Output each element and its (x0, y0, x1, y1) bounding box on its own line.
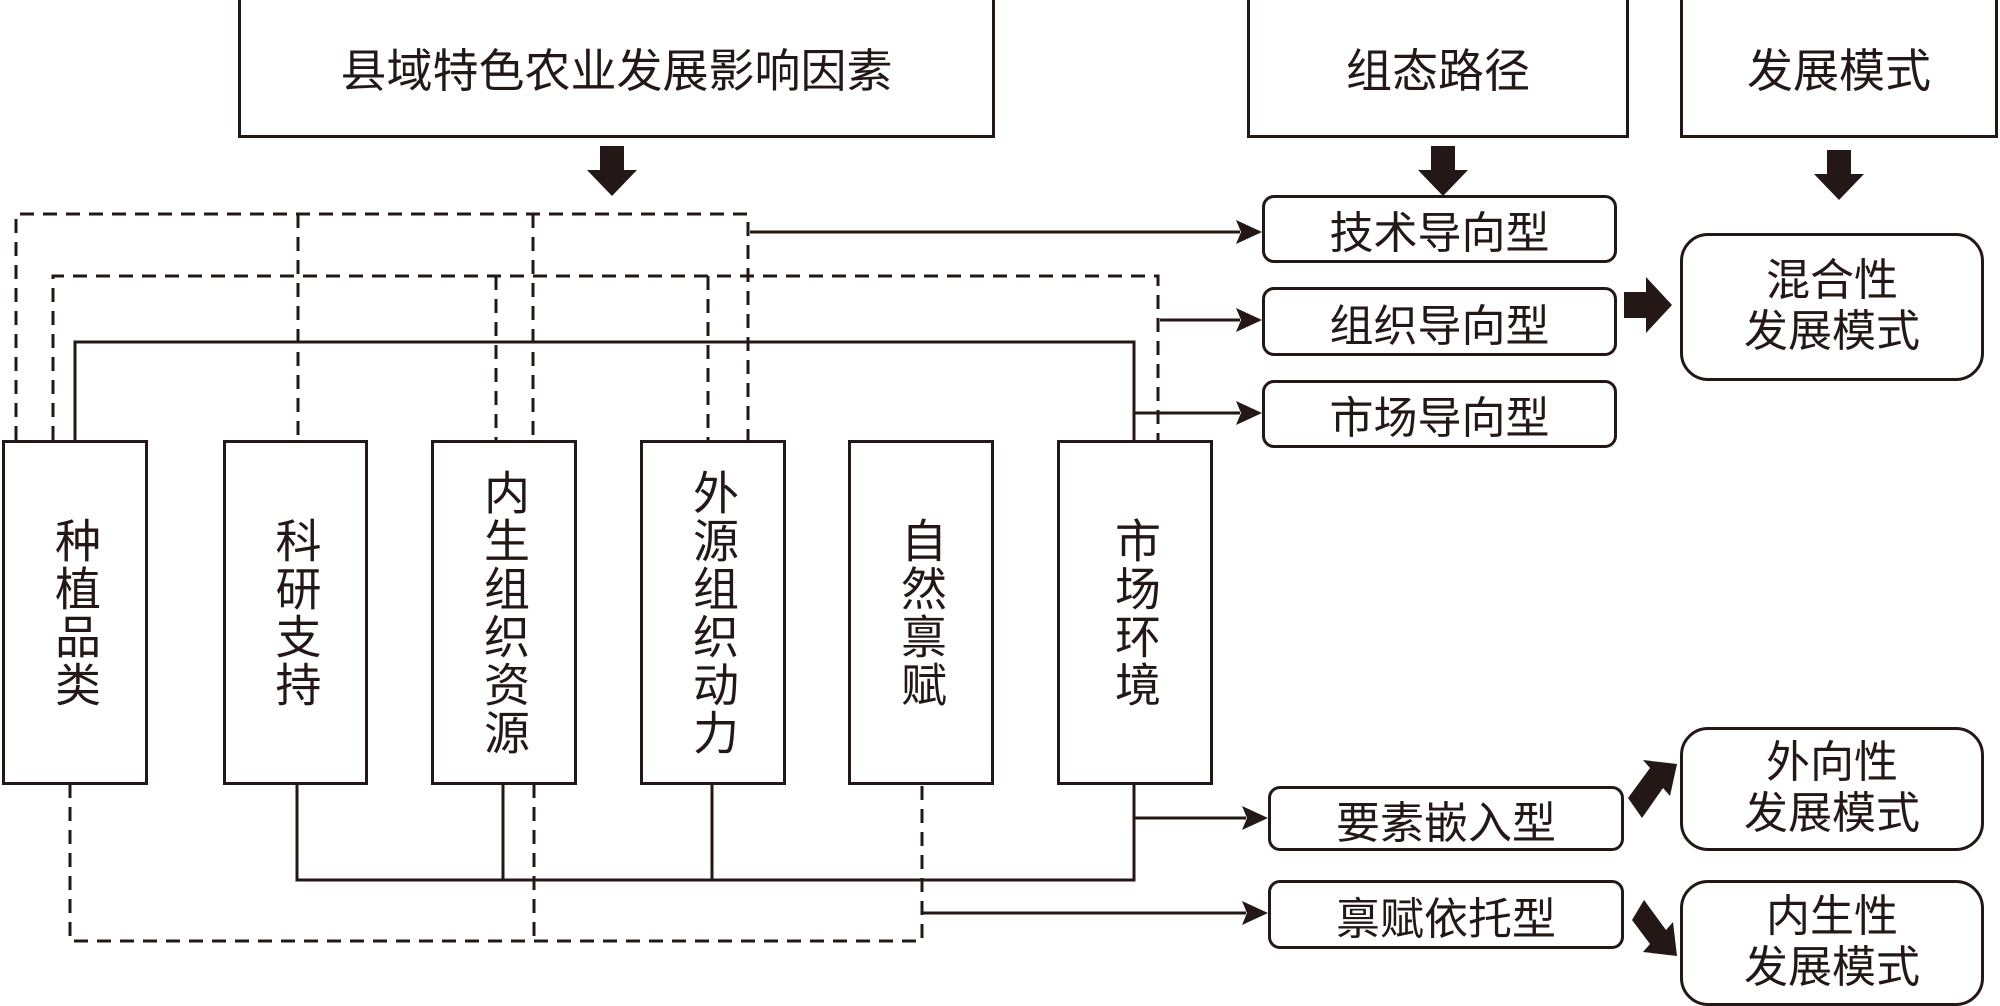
org-path-connector (51, 274, 1160, 440)
arrowhead-org (1236, 308, 1262, 332)
arrowhead-endow (1242, 901, 1268, 925)
mode-mixed-line2: 发展模式 (1744, 306, 1920, 357)
block-arrow-factors-down (587, 146, 637, 196)
block-arrow-to-outward (1628, 760, 1677, 818)
path-organization: 组织导向型 (1262, 287, 1617, 356)
factor-market-environment: 市场环境 (1057, 440, 1213, 785)
endowment-connector (68, 784, 924, 943)
factor-natural-endowment: 自然禀赋 (848, 440, 994, 785)
block-arrow-to-mixed (1624, 277, 1672, 333)
path-endowment: 禀赋依托型 (1268, 880, 1624, 949)
tech-path-connector (14, 212, 750, 440)
factor-crop-variety: 种植品类 (2, 440, 148, 785)
factor-research-support: 科研支持 (223, 440, 368, 785)
mode-endogenous: 内生性 发展模式 (1680, 880, 1984, 1006)
modes-header: 发展模式 (1680, 0, 1998, 138)
mode-mixed: 混合性 发展模式 (1680, 233, 1984, 381)
block-arrow-to-endogenous (1632, 900, 1677, 956)
mode-mixed-line1: 混合性 (1766, 255, 1898, 307)
path-technology: 技术导向型 (1262, 195, 1617, 263)
mode-endogenous-line1: 内生性 (1766, 891, 1898, 943)
arrowhead-embed (1242, 806, 1268, 830)
factor-embed-connector (295, 784, 1136, 882)
mode-outward-line2: 发展模式 (1744, 788, 1920, 839)
arrowhead-tech (1236, 220, 1262, 244)
factors-header: 县域特色农业发展影响因素 (238, 0, 995, 138)
mode-endogenous-line2: 发展模式 (1744, 942, 1920, 993)
path-market: 市场导向型 (1262, 380, 1617, 448)
factor-internal-org: 内生组织资源 (431, 440, 577, 785)
factor-external-org: 外源组织动力 (640, 440, 786, 785)
paths-header: 组态路径 (1247, 0, 1629, 138)
mode-outward-line1: 外向性 (1766, 737, 1898, 789)
mode-outward: 外向性 发展模式 (1680, 727, 1984, 851)
block-arrow-modes-down (1814, 150, 1864, 200)
path-factor-embedding: 要素嵌入型 (1268, 786, 1624, 851)
arrowhead-market (1236, 401, 1262, 425)
block-arrow-paths-down (1418, 146, 1468, 196)
market-path-connector (73, 340, 1136, 440)
